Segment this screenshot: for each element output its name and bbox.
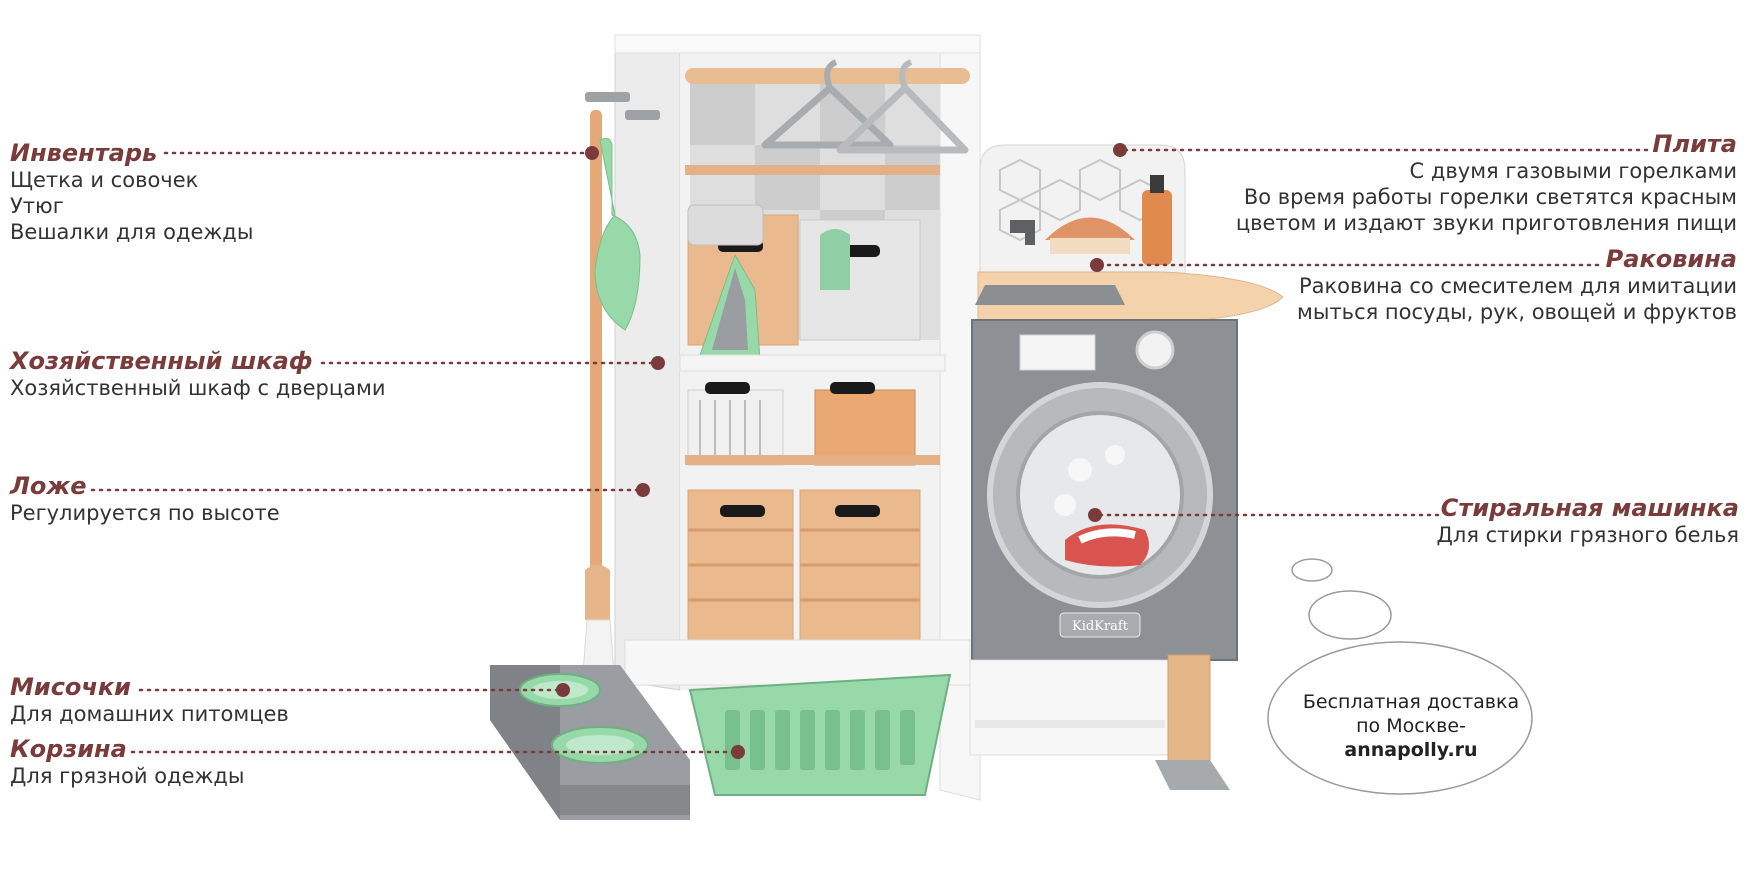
callout-line: Хозяйственный шкаф с дверцами <box>10 376 386 400</box>
callout-line: Для стирки грязного белья <box>1436 523 1739 547</box>
dot-bowls <box>556 683 570 697</box>
callout-title: Ложе <box>10 472 87 500</box>
callout-basket: Корзина Для грязной одежды <box>10 735 245 789</box>
callout-line: С двумя газовыми горелками <box>1409 159 1737 183</box>
delivery-brand: annapolly.ru <box>1344 739 1478 761</box>
callout-line: Щетка и совочек <box>10 168 199 192</box>
dot-inventory <box>585 146 599 160</box>
dot-washer <box>1088 508 1102 522</box>
dot-sink <box>1090 258 1104 272</box>
callout-title: Стиральная машинка <box>1440 494 1739 522</box>
callout-line: мыться посуды, рук, овощей и фруктов <box>1297 300 1737 324</box>
callout-title: Плита <box>1652 130 1737 158</box>
delivery-bubble-text: Бесплатная доставка по Москве- annapolly… <box>1276 690 1546 762</box>
callout-dots <box>556 143 1127 759</box>
callout-title: Инвентарь <box>10 139 158 167</box>
delivery-thought-bubble <box>1267 558 1533 795</box>
delivery-line-1: Бесплатная доставка <box>1302 691 1520 713</box>
callout-line: Для домашних питомцев <box>10 702 289 726</box>
callout-line: Регулируется по высоте <box>10 501 280 525</box>
dot-basket <box>731 745 745 759</box>
callout-line: цветом и издают звуки приготовления пищи <box>1235 211 1737 235</box>
dot-utility-cabinet <box>651 356 665 370</box>
dot-bed <box>636 483 650 497</box>
callout-line: Утюг <box>10 194 64 218</box>
callout-line: Во время работы горелки светятся красным <box>1243 185 1737 209</box>
callout-bowls: Мисочки Для домашних питомцев <box>10 673 289 727</box>
callout-line: Для грязной одежды <box>10 764 245 788</box>
callout-sink: Раковина Раковина со смесителем для имит… <box>1297 245 1737 325</box>
callout-title: Мисочки <box>10 673 131 701</box>
callout-title: Раковина <box>1605 245 1737 273</box>
callout-title: Хозяйственный шкаф <box>10 347 313 375</box>
kitchen-washer-unit-illustration: KidKraft <box>969 144 1284 790</box>
callout-utility-cabinet: Хозяйственный шкаф Хозяйственный шкаф с … <box>10 347 386 401</box>
delivery-line-2: по Москве- <box>1356 715 1466 737</box>
callout-bed: Ложе Регулируется по высоте <box>10 472 280 526</box>
callout-stove: Плита С двумя газовыми горелками Во врем… <box>1236 130 1737 236</box>
pet-bowls-illustration <box>490 665 690 820</box>
utility-cabinet-illustration <box>580 34 981 801</box>
laundry-basket-illustration <box>688 673 952 796</box>
callout-title: Корзина <box>10 735 127 763</box>
dot-stove <box>1113 143 1127 157</box>
callout-washer: Стиральная машинка Для стирки грязного б… <box>1436 494 1739 548</box>
callout-line: Раковина со смесителем для имитации <box>1298 274 1737 298</box>
callout-inventory: Инвентарь Щетка и совочек Утюг Вешалки д… <box>10 139 253 245</box>
kidkraft-logo-text: KidKraft <box>1072 619 1129 634</box>
callout-line: Вешалки для одежды <box>10 220 254 244</box>
callout-leader-lines <box>90 148 1652 754</box>
